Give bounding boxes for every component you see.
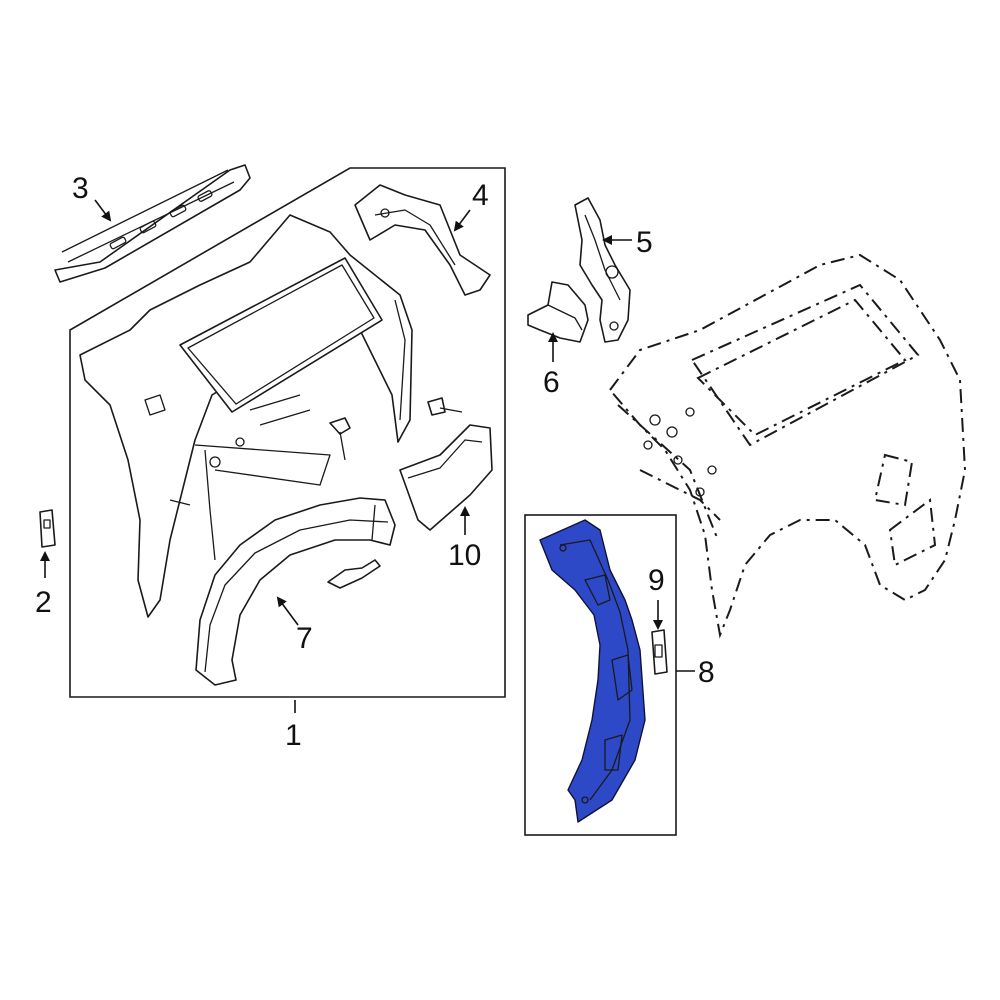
part-8-group-frame [524, 514, 677, 836]
callout-2: 2 [35, 586, 52, 619]
part-2-clip [39, 509, 56, 548]
callout-6: 6 [543, 366, 560, 399]
part-7-wheelhouse [195, 497, 396, 686]
part-1-group-frame [69, 167, 506, 698]
part-4-upper-bracket [354, 184, 491, 296]
callout-10: 10 [448, 539, 481, 572]
callout-5: 5 [636, 226, 653, 259]
part-10-lower-bracket [399, 424, 493, 531]
callout-1: 1 [285, 719, 302, 752]
part-9-clip [651, 629, 668, 675]
callout-9: 9 [648, 564, 665, 597]
callout-8: 8 [698, 656, 715, 689]
part-5-bracket [574, 197, 631, 343]
leader-line-3 [94, 199, 112, 222]
outer-body-panel-outline [608, 253, 967, 639]
leader-line-7 [276, 596, 299, 626]
leader-line-4 [453, 209, 471, 232]
part-6-bracket [527, 281, 589, 343]
part-8-highlighted-reinforcement [539, 519, 646, 823]
part-3-roof-rail [54, 164, 251, 283]
callout-3: 3 [72, 172, 89, 205]
callout-7: 7 [296, 622, 313, 655]
bolt-icon [427, 397, 463, 416]
callout-4: 4 [472, 179, 489, 212]
clip-icon [327, 559, 381, 589]
part-1-inner-quarter-panel [79, 214, 413, 618]
bolt-icon [329, 417, 351, 461]
